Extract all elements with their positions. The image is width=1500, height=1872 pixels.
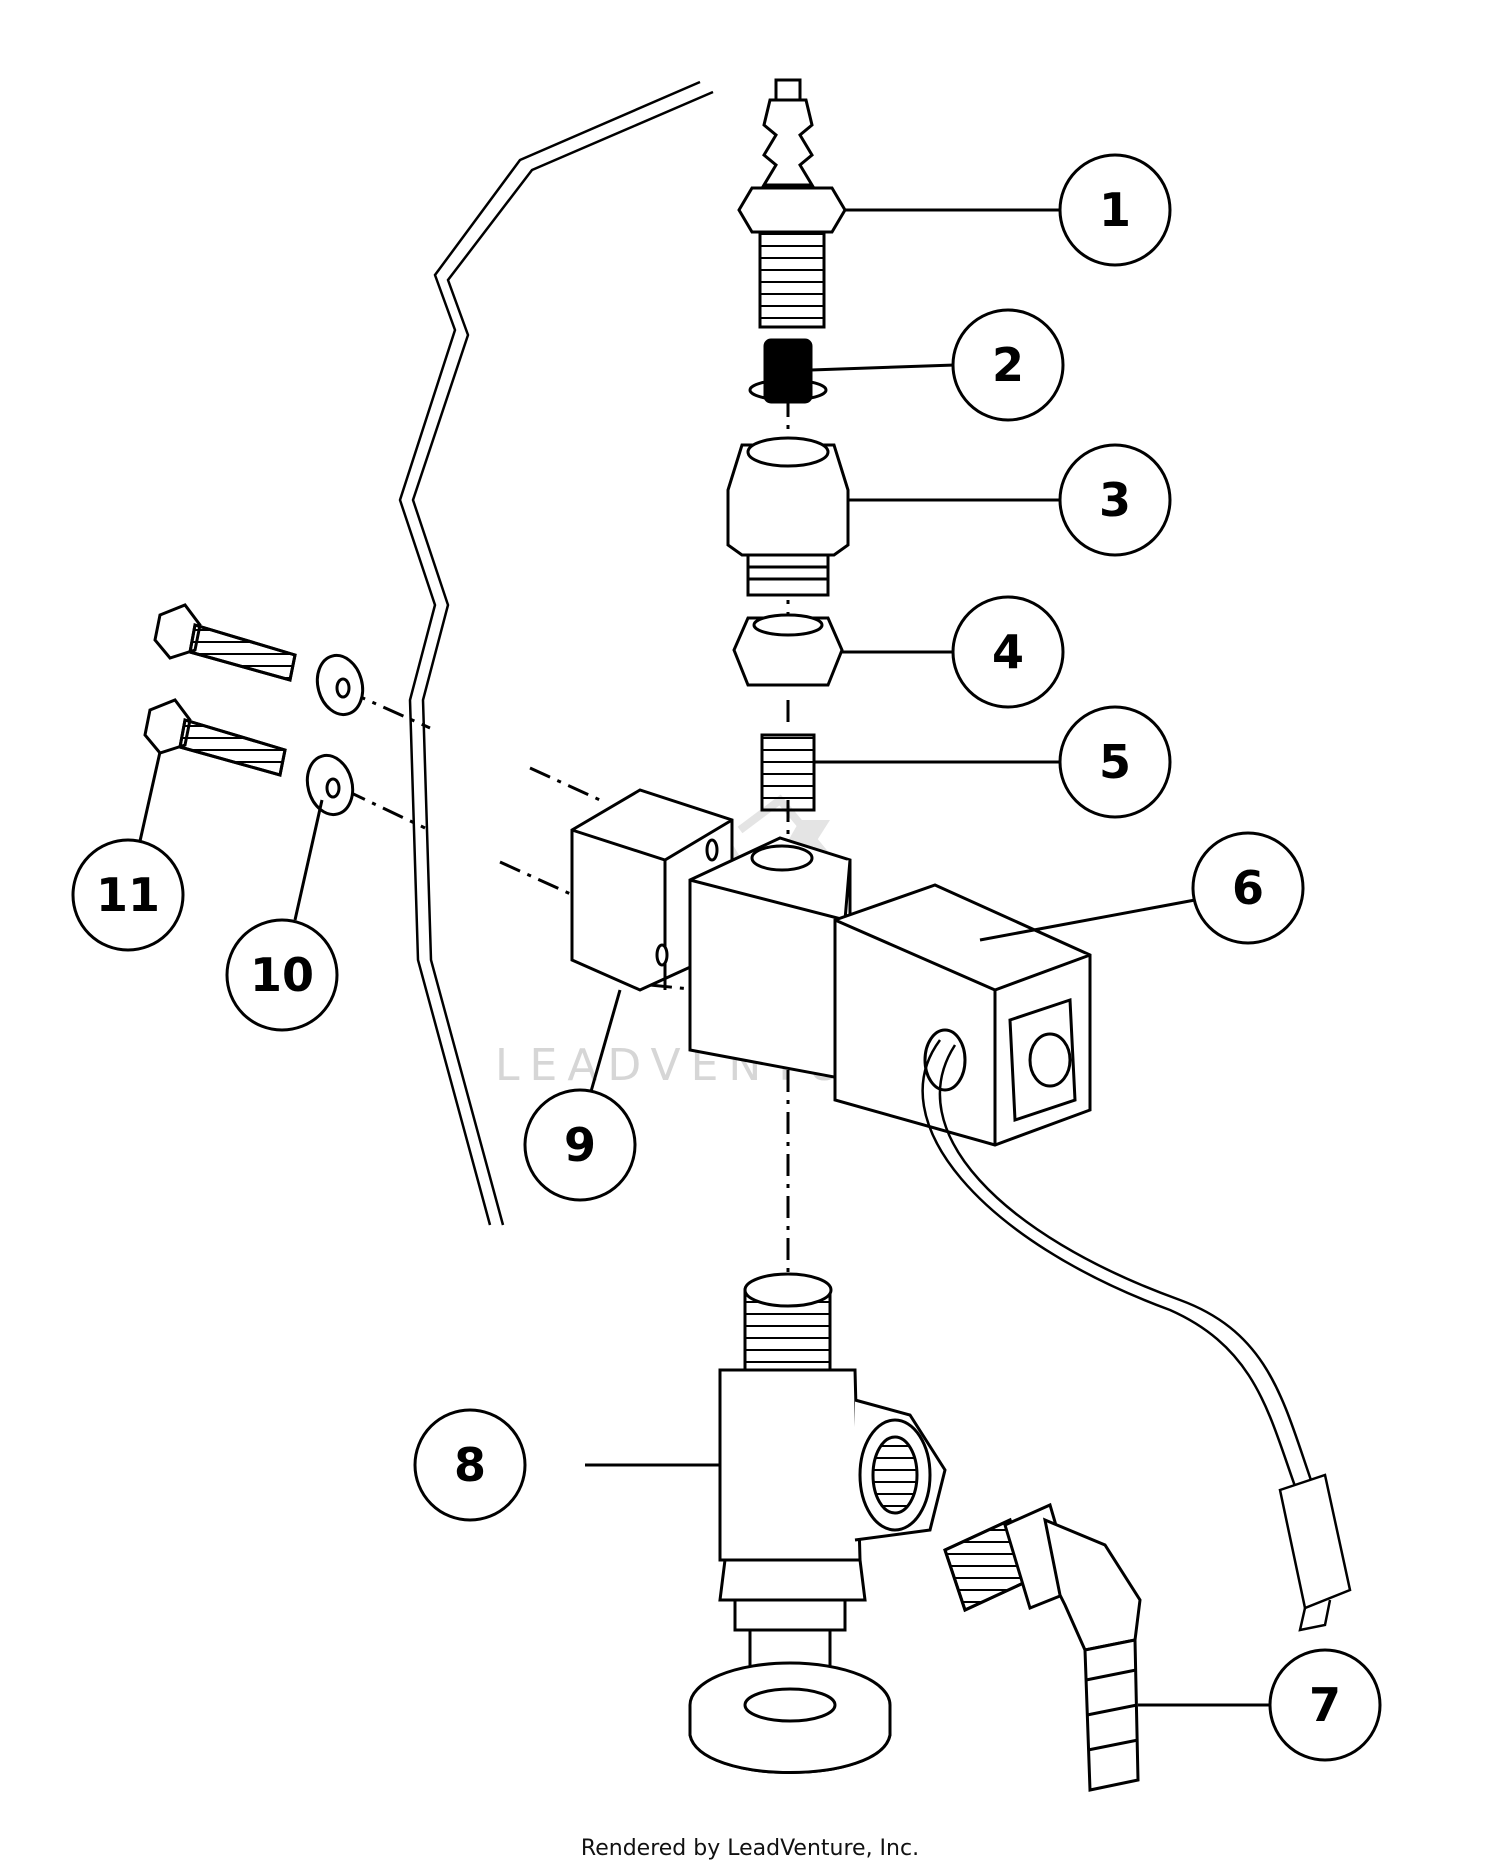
part-coupling-nut xyxy=(726,436,850,597)
callout-1: 1 xyxy=(1058,153,1172,267)
svg-text:10: 10 xyxy=(250,948,314,1002)
part-shutoff-valve xyxy=(688,1272,947,1774)
callout-9: 9 xyxy=(523,1088,637,1202)
callout-7: 7 xyxy=(1268,1648,1382,1762)
svg-text:11: 11 xyxy=(96,868,160,922)
part-cap-screw xyxy=(143,603,297,777)
callout-4: 4 xyxy=(951,595,1065,709)
svg-text:4: 4 xyxy=(992,625,1024,679)
callout-10: 10 xyxy=(225,918,339,1032)
part-threaded-nipple xyxy=(760,733,816,812)
svg-text:9: 9 xyxy=(564,1118,596,1172)
part-filter-screen xyxy=(748,338,828,404)
part-hose-barb-fitting xyxy=(737,78,847,329)
callout-8: 8 xyxy=(413,1408,527,1522)
svg-text:2: 2 xyxy=(992,338,1024,392)
svg-text:6: 6 xyxy=(1232,861,1264,915)
part-elbow-hose-barb xyxy=(943,1502,1142,1792)
svg-text:8: 8 xyxy=(454,1438,486,1492)
part-hex-nut xyxy=(732,613,844,687)
part-solenoid-valve xyxy=(688,836,1092,1147)
frame-panel xyxy=(398,80,714,1226)
callout-3: 3 xyxy=(1058,443,1172,557)
svg-text:1: 1 xyxy=(1099,183,1131,237)
svg-text:3: 3 xyxy=(1099,473,1131,527)
svg-text:7: 7 xyxy=(1309,1678,1341,1732)
leader-lines xyxy=(136,208,1270,1707)
part-wire-leads xyxy=(921,1039,1352,1632)
footer-credit: Rendered by LeadVenture, Inc. xyxy=(580,1836,920,1861)
callout-6: 6 xyxy=(1191,831,1305,945)
callout-2: 2 xyxy=(951,308,1065,422)
svg-text:5: 5 xyxy=(1099,735,1131,789)
part-washer xyxy=(305,653,365,817)
callout-11: 11 xyxy=(71,838,185,952)
callout-5: 5 xyxy=(1058,705,1172,819)
